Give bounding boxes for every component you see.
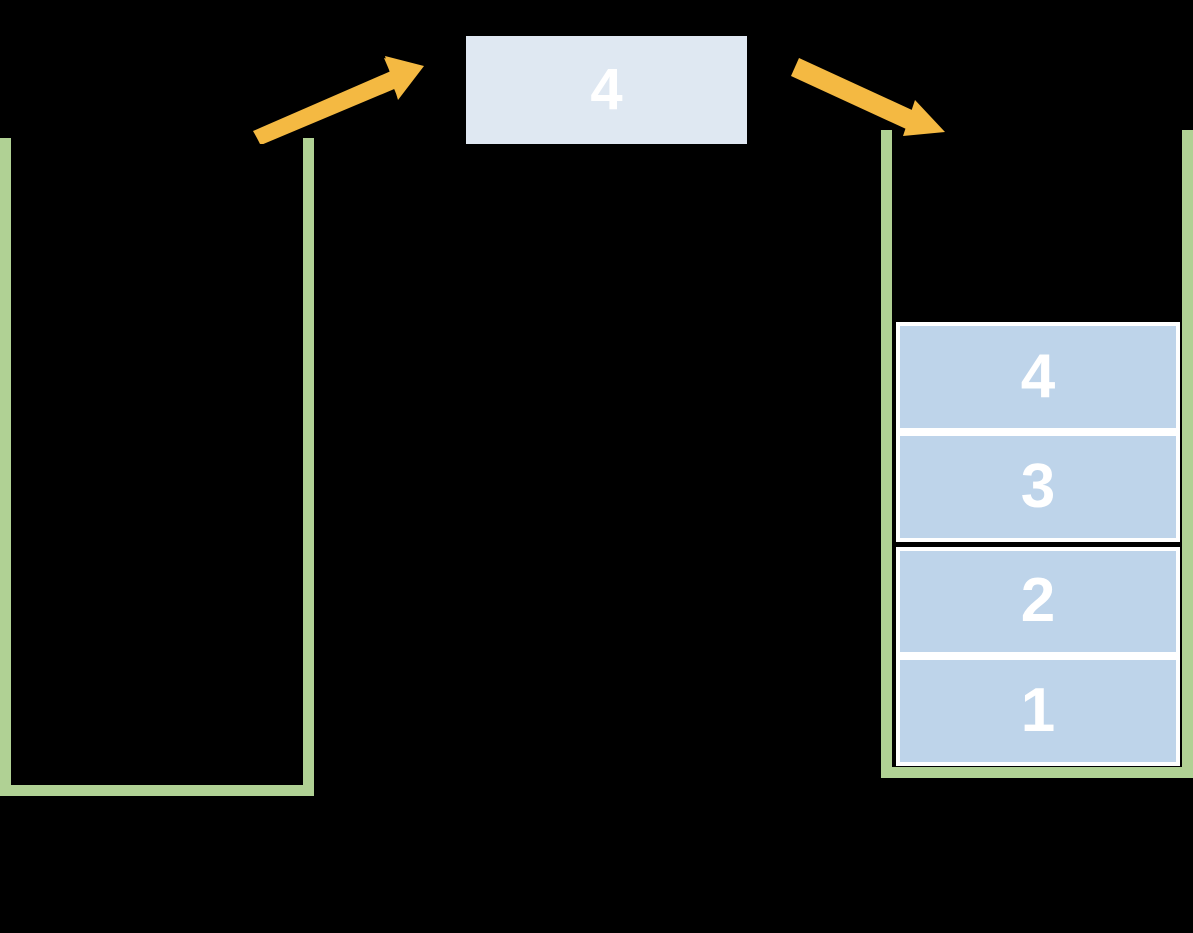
left-stack-container: [0, 138, 314, 796]
stack-item: 3: [896, 431, 1180, 542]
in-transit-element: 4: [466, 36, 747, 144]
stack-item-label: 2: [1020, 566, 1056, 636]
arrow-pop-from-left-icon: [253, 56, 424, 144]
stack-item-label: 1: [1020, 676, 1056, 746]
stack-item: 1: [896, 656, 1180, 766]
stack-item: 2: [896, 546, 1180, 657]
arrow-push-to-right-icon: [791, 58, 945, 136]
in-transit-element-label: 4: [590, 57, 623, 122]
right-stack-container: [881, 130, 1193, 778]
stack-item-label: 3: [1020, 451, 1056, 521]
stack-item-label: 4: [1020, 341, 1056, 411]
stack-item: 4: [896, 322, 1180, 432]
right-stack-items: 4 3 2 1: [896, 322, 1180, 766]
